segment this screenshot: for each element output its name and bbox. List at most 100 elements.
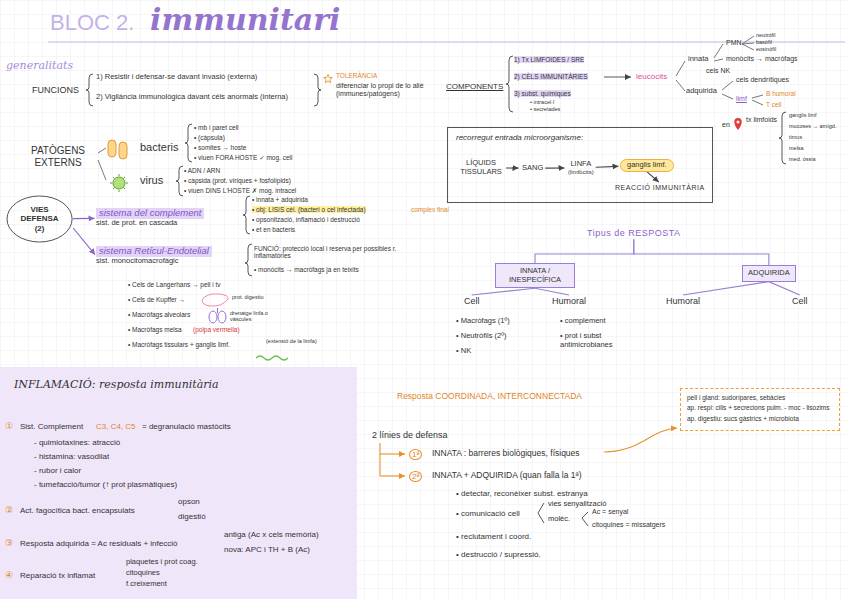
section-heading: COMPONENTS: [446, 82, 503, 91]
note-text: • càpsida (prot. víriques + fosfolípids): [184, 177, 291, 184]
bracket: [582, 512, 588, 526]
brace: [314, 74, 321, 106]
node-text: ADQUIRIDA: [748, 269, 790, 278]
arrow: [604, 77, 631, 78]
note-text: vies senyalització: [548, 500, 606, 509]
decoration: [714, 59, 723, 61]
note-text: Act. fagocítica bact. encapsulats: [20, 506, 135, 515]
highlight-oval: ganglis limf.: [620, 159, 674, 172]
note-text: f.creixement: [126, 580, 167, 589]
decoration: [676, 80, 685, 91]
note-text: innata: [688, 55, 708, 64]
note-text: • NK: [456, 347, 471, 356]
note-text: antiga (Ac x cels memòria): [224, 530, 319, 539]
note-text: diferenciar lo propi de lo aliè (immunes…: [336, 82, 436, 98]
pin-icon: [734, 118, 742, 130]
brace: [185, 124, 192, 162]
decoration: [113, 177, 125, 189]
note-text: • viuen FORA HOSTE ✓ mog. cell: [194, 154, 292, 161]
note-text: • ADN / ARN: [184, 167, 220, 174]
node-text: Humoral: [552, 296, 586, 306]
arrow-connector: [73, 218, 94, 219]
tree-heading: Tipus de RESPOSTA: [585, 227, 683, 239]
note-text: = degranulació mastòcits: [142, 422, 231, 431]
branch-label: Humoral: [664, 295, 702, 307]
note-text: • somites → hoste: [194, 144, 247, 151]
note-text: • Cels de Langerhans → pell i tv: [128, 281, 221, 288]
note-text: en: [722, 121, 730, 129]
response-box: ADQUIRIDA: [742, 265, 796, 282]
decoration: [119, 142, 127, 159]
node-text: ganglis limf.: [627, 161, 667, 170]
node-text: recorregut entrada microorganisme:: [456, 133, 704, 142]
arrow-connector: [647, 172, 659, 182]
callout-number: ④: [5, 570, 13, 580]
note-text: - quimiotaxines: atracció: [34, 438, 120, 447]
note-text: • mb i paret cell: [194, 124, 239, 131]
note-text: neutròfil: [756, 32, 776, 38]
note-text: (extensió de la limfa): [266, 338, 322, 344]
highlight-box: sistema Retícul-Endotelialsist. monocito…: [96, 246, 212, 266]
note-text: • Macròfags tissulars + ganglis limf.: [128, 341, 230, 348]
decoration: [722, 81, 733, 90]
note-text: Resposta adquirida = Ac residuals + infe…: [20, 539, 177, 548]
brace: [243, 196, 250, 234]
note-text: 2) Vigilància immunològica davant cèls a…: [96, 93, 288, 102]
section-heading: generalitats: [6, 60, 73, 73]
decoration: [380, 453, 405, 454]
note-text: • detectar, reconèixer subst. estranya: [456, 489, 588, 498]
note-text: mucoses → amígd.: [789, 123, 836, 129]
callout-number: ③: [5, 538, 13, 548]
note-text: Ac = senyal: [592, 508, 628, 516]
note-text: • monòcits → macròfags ja en teixits: [254, 266, 359, 273]
liver-icon: [202, 294, 228, 306]
section-heading: TOLERÀNCIA: [336, 72, 377, 79]
note-text: Reparació tx inflamat: [20, 571, 95, 580]
tree-line: [535, 288, 569, 295]
bracket: [538, 503, 544, 523]
node-text: sist. de prot. en cascada: [96, 219, 204, 228]
note-text: • opsonització, inflamació i destrucció: [252, 216, 360, 223]
decoration: [98, 160, 106, 180]
decoration: [676, 61, 685, 76]
node-text: sistema del complement: [96, 208, 204, 219]
note-text: digestió: [178, 512, 206, 521]
flow-box: recorregut entrada microorganisme: LÍQUID…: [447, 127, 713, 203]
node-text: Humoral: [666, 296, 700, 306]
flow-step: LÍQUIDS TISSULARS: [456, 158, 506, 177]
note-text: • et en bacteris: [252, 226, 295, 233]
decoration: [380, 475, 405, 476]
node-text: ap. respi: cilis + secrecions pulm. - mo…: [687, 404, 833, 411]
node-text: INNATA / INESPECÍFICA: [501, 267, 569, 284]
brace: [779, 112, 786, 164]
section-heading: PATÒGENS EXTERNS: [20, 145, 96, 168]
note-text: • (càpsula): [194, 134, 225, 141]
flow-step: REACCIÓ IMMUNITÀRIA: [613, 183, 707, 193]
node-text: LÍQUIDS TISSULARS: [458, 159, 504, 176]
decoration: [108, 140, 116, 157]
note-text: • complement: [560, 317, 606, 326]
highlighted-term: 2) CÈLS IMMUNITÀRIES: [514, 73, 588, 80]
note-text: limf: [736, 95, 747, 103]
decoration: [217, 308, 218, 313]
decoration: [714, 44, 723, 58]
node-text: SANG: [522, 164, 543, 173]
node-text: Tipus de RESPOSTA: [587, 228, 681, 238]
decoration: [604, 428, 677, 452]
note-text: citoquines = missatgers: [592, 521, 665, 529]
node-text: sistema Retícul-Endotelial: [96, 246, 212, 257]
node-text: ap. digestiu: sucs gàstrics + microbiota: [687, 415, 833, 422]
node-text: VIES DEFENSA (2): [18, 205, 62, 233]
note-text: complex final: [411, 206, 449, 213]
note-text: timus: [789, 134, 802, 140]
note-text: - histamina: vasodilat: [34, 452, 109, 461]
brace: [245, 244, 252, 276]
highlighted-term: leucòcits: [636, 72, 667, 81]
note-text: • Macròfags (1º): [456, 317, 510, 326]
note-text: FUNCIÓ: protecció local i reserva per po…: [254, 245, 404, 260]
tree-line: [472, 288, 535, 295]
note-text: 1) Resistir i defensar-se davant invasió…: [96, 73, 257, 82]
branch-label: Cell: [462, 295, 482, 307]
node-text: (limfòcits): [568, 169, 594, 176]
